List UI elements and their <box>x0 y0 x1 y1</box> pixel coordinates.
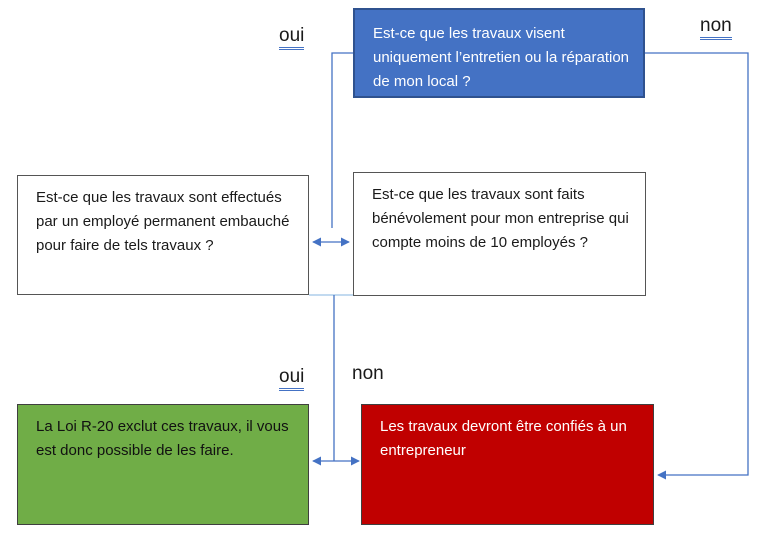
result-work-allowed: La Loi R-20 exclut ces travaux, il vous … <box>17 404 309 525</box>
label-no-top: non <box>700 16 732 40</box>
question-maintenance-repair-text: Est-ce que les travaux visent uniquement… <box>373 25 630 90</box>
result-contractor-required-text: Les travaux devront être confiés à un en… <box>380 418 627 459</box>
connector-q1-no <box>645 52 749 480</box>
question-maintenance-repair: Est-ce que les travaux visent uniquement… <box>353 8 645 98</box>
label-no-bottom: non <box>352 363 384 384</box>
connector-q1-yes <box>331 52 353 228</box>
question-volunteer-small-business: Est-ce que les travaux sont faits bénévo… <box>353 172 646 296</box>
question-volunteer-small-business-text: Est-ce que les travaux sont faits bénévo… <box>372 186 629 251</box>
label-yes-bottom: oui <box>279 367 305 391</box>
result-contractor-required: Les travaux devront être confiés à un en… <box>361 404 654 525</box>
result-work-allowed-text: La Loi R-20 exclut ces travaux, il vous … <box>36 418 289 459</box>
question-permanent-employee: Est-ce que les travaux sont effectués pa… <box>17 175 309 295</box>
question-permanent-employee-text: Est-ce que les travaux sont effectués pa… <box>36 189 290 254</box>
label-yes-top: oui <box>279 26 305 50</box>
